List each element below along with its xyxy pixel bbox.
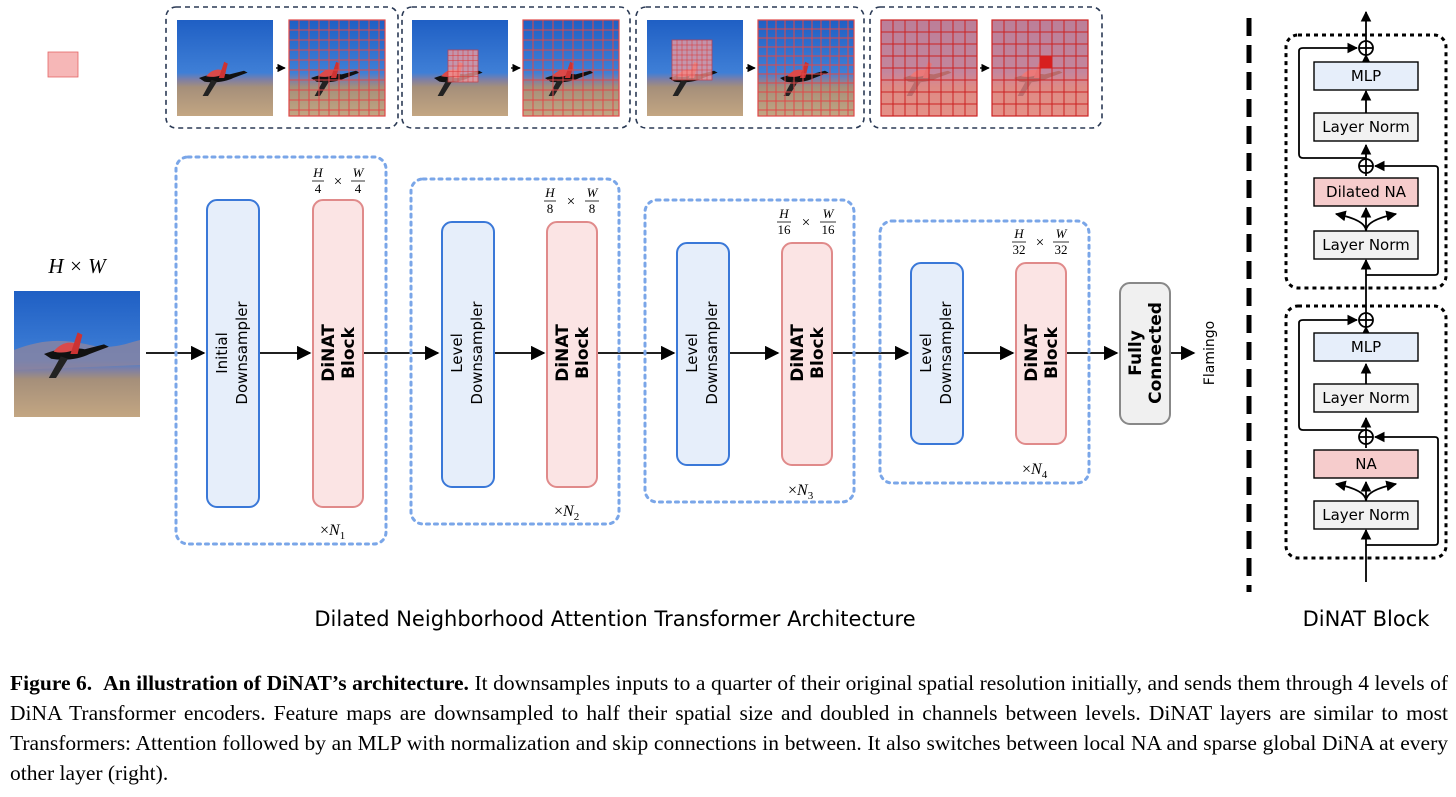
fully-connected-layer: Fully Connected xyxy=(1119,282,1171,425)
upper-norm2-box xyxy=(1313,112,1419,142)
output-label: Flamingo xyxy=(1202,321,1218,385)
add-node xyxy=(1358,40,1374,445)
fc-label-2: Connected xyxy=(1146,302,1166,404)
svg-text:×: × xyxy=(334,174,342,190)
lower-attention-box xyxy=(1313,449,1419,479)
stage-2-block-label-1: DiNAT xyxy=(553,324,573,382)
stage-2-downsampler-label-2: Downsampler xyxy=(468,301,486,405)
stage-1-res-num-1: H xyxy=(312,165,323,180)
thumb-group-4-border xyxy=(869,6,1103,129)
stage-2-res-den-1: 8 xyxy=(547,201,554,216)
svg-text:×: × xyxy=(1036,235,1044,251)
upper-norm1-label: Layer Norm xyxy=(1322,236,1410,254)
stage-2-res-num-2: W xyxy=(587,185,599,200)
caption-text: It downsamples inputs to a quarter of th… xyxy=(10,671,1449,785)
lower-norm1-box xyxy=(1313,500,1419,530)
upper-attention-box xyxy=(1313,177,1419,207)
stage-1-repeat: ×N1 xyxy=(320,522,345,542)
lower-norm2-box xyxy=(1313,383,1419,413)
stage-3: Level Downsampler DiNAT Block H 16 × W 1… xyxy=(643,198,856,504)
stage-4-block-label-2: Block xyxy=(1042,326,1062,379)
architecture-diagram: H × W Initial Downsampler DiNAT Block H xyxy=(14,6,1448,631)
stage-2-downsampler-label-1: Level xyxy=(448,333,466,373)
stage-3-downsampler-label-1: Level xyxy=(683,333,701,373)
stage-2-border xyxy=(409,177,621,526)
caption-label: Figure 6. xyxy=(10,671,93,695)
stage-2: Level Downsampler DiNAT Block H 8 × W 8 … xyxy=(409,177,621,526)
stage-4: Level Downsampler DiNAT Block H 32 × W 3… xyxy=(878,219,1091,485)
figure-caption: Figure 6. An illustration of DiNAT’s arc… xyxy=(10,668,1448,788)
lower-mlp-label: MLP xyxy=(1351,338,1381,356)
svg-text:×: × xyxy=(802,215,810,231)
thumb-group-1-border xyxy=(165,6,399,129)
thumb-group-2-border xyxy=(401,6,631,129)
stage-4-border xyxy=(878,219,1091,485)
stage-1: Initial Downsampler DiNAT Block H 4 × W … xyxy=(174,155,388,546)
stage-1-downsampler-label-2: Downsampler xyxy=(233,301,251,405)
lower-norm1-label: Layer Norm xyxy=(1322,506,1410,524)
stage-3-repeat: ×N3 xyxy=(788,482,814,502)
stage-3-res-num-2: W xyxy=(823,206,835,221)
svg-text:×: × xyxy=(567,194,575,210)
stage-3-downsampler-label-2: Downsampler xyxy=(703,301,721,405)
stage-3-res-den-1: 16 xyxy=(778,222,792,237)
upper-mlp-box xyxy=(1313,61,1419,91)
lower-norm2-label: Layer Norm xyxy=(1322,389,1410,407)
architecture-title: Dilated Neighborhood Attention Transform… xyxy=(314,607,915,631)
stage-3-downsampler xyxy=(676,242,730,466)
upper-mlp-label: MLP xyxy=(1351,67,1381,85)
stage-4-dinat-block xyxy=(1015,262,1067,445)
caption-heading: An illustration of DiNAT’s architecture. xyxy=(103,671,469,695)
stage-2-downsampler xyxy=(441,221,495,488)
attention-pattern-thumbnails xyxy=(47,6,1103,129)
stage-1-border xyxy=(174,155,388,546)
stage-1-block-label-2: Block xyxy=(339,326,359,379)
stage-4-res-num-1: H xyxy=(1013,226,1024,241)
stage-1-block-label-1: DiNAT xyxy=(319,324,339,382)
stage-4-downsampler-label-1: Level xyxy=(917,333,935,373)
stage-1-res-den-2: 4 xyxy=(355,181,362,196)
stage-1-res-num-2: W xyxy=(353,165,365,180)
stage-1-res-den-1: 4 xyxy=(315,181,322,196)
dinat-block-detail xyxy=(1284,10,1448,582)
stage-2-dinat-block xyxy=(546,221,598,488)
lower-mlp-box xyxy=(1313,332,1419,362)
dinat-block-boxes: MLP Layer Norm Dilated NA Layer Norm MLP… xyxy=(1313,61,1419,530)
fc-label-1: Fully xyxy=(1126,330,1146,376)
stage-3-dinat-block xyxy=(781,242,833,466)
stage-4-repeat: ×N4 xyxy=(1022,461,1048,481)
stage-4-block-label-1: DiNAT xyxy=(1022,324,1042,382)
stage-4-downsampler-label-2: Downsampler xyxy=(937,301,955,405)
input-size-label: H × W xyxy=(47,254,108,278)
stage-3-res-den-2: 16 xyxy=(822,222,836,237)
stage-4-res-den-1: 32 xyxy=(1013,242,1026,257)
stage-4-res-den-2: 32 xyxy=(1055,242,1068,257)
input-image xyxy=(14,291,140,417)
stage-3-border xyxy=(643,198,856,504)
lower-attention-label: NA xyxy=(1355,455,1377,473)
stage-3-block-label-1: DiNAT xyxy=(788,324,808,382)
upper-norm1-box xyxy=(1313,230,1419,260)
stage-2-repeat: ×N2 xyxy=(554,503,579,523)
stage-3-res-num-1: H xyxy=(778,206,789,221)
stage-4-res-num-2: W xyxy=(1056,226,1068,241)
thumb-group-3-border xyxy=(635,6,865,129)
stage-1-downsampler-label-1: Initial xyxy=(213,332,231,374)
stage-4-downsampler xyxy=(910,262,964,445)
stage-1-downsampler xyxy=(206,199,260,508)
stage-2-res-num-1: H xyxy=(544,185,555,200)
stage-2-res-den-2: 8 xyxy=(589,201,596,216)
stage-3-block-label-2: Block xyxy=(808,326,828,379)
stage-1-dinat-block xyxy=(312,199,364,508)
upper-norm2-label: Layer Norm xyxy=(1322,118,1410,136)
upper-attention-label: Dilated NA xyxy=(1326,183,1407,201)
stage-2-block-label-2: Block xyxy=(573,326,593,379)
block-title: DiNAT Block xyxy=(1303,607,1431,631)
